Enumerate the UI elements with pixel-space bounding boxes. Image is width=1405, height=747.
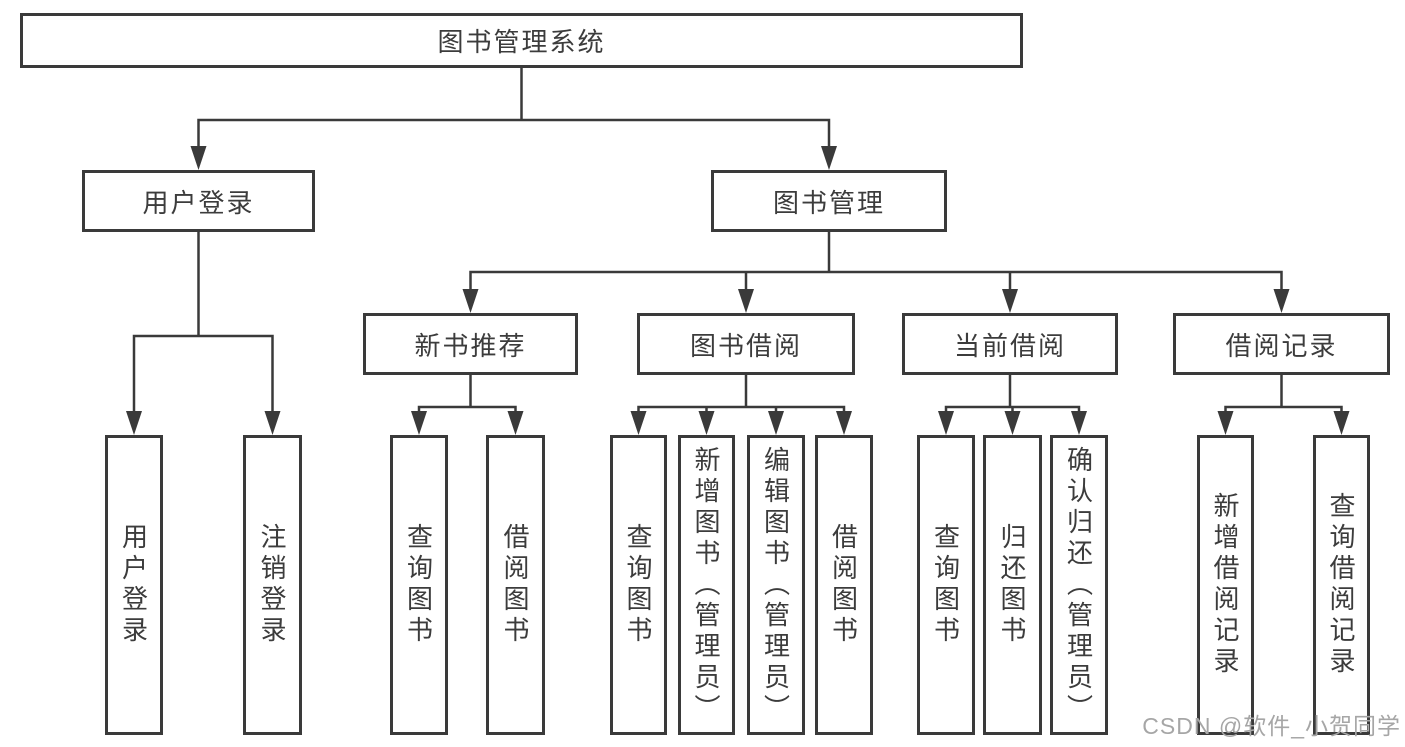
leaf-add-borrow-record: 新增借阅记录 bbox=[1197, 435, 1254, 735]
leaf-query-borrow-record-label: 查询借阅记录 bbox=[1326, 492, 1356, 678]
leaf-query-books-recommend: 查询图书 bbox=[390, 435, 448, 735]
leaf-borrow-books-recommend: 借阅图书 bbox=[486, 435, 545, 735]
node-current-borrow: 当前借阅 bbox=[902, 313, 1118, 375]
leaf-query-borrow-record: 查询借阅记录 bbox=[1313, 435, 1370, 735]
leaf-add-borrow-record-label: 新增借阅记录 bbox=[1210, 492, 1240, 678]
node-borrow-records: 借阅记录 bbox=[1173, 313, 1390, 375]
leaf-logout-label: 注销登录 bbox=[257, 523, 287, 647]
node-new-book-recommend: 新书推荐 bbox=[363, 313, 578, 375]
leaf-return-books-label: 归还图书 bbox=[997, 523, 1027, 647]
node-root-system: 图书管理系统 bbox=[20, 13, 1023, 68]
leaf-add-book-admin: 新增图书（管理员） bbox=[678, 435, 735, 735]
node-user-login: 用户登录 bbox=[82, 170, 315, 232]
leaf-return-books: 归还图书 bbox=[983, 435, 1042, 735]
leaf-add-book-admin-label: 新增图书（管理员） bbox=[691, 445, 721, 725]
leaf-borrow-books-label: 借阅图书 bbox=[828, 523, 859, 647]
leaf-logout: 注销登录 bbox=[243, 435, 302, 735]
leaf-query-books-current: 查询图书 bbox=[917, 435, 975, 735]
leaf-query-books-current-label: 查询图书 bbox=[930, 523, 961, 647]
leaf-query-books-borrow: 查询图书 bbox=[610, 435, 667, 735]
leaf-edit-book-admin-label: 编辑图书（管理员） bbox=[760, 445, 791, 725]
leaf-edit-book-admin: 编辑图书（管理员） bbox=[747, 435, 805, 735]
watermark: CSDN @软件_小贺同学 bbox=[1142, 713, 1401, 739]
leaf-borrow-books: 借阅图书 bbox=[815, 435, 873, 735]
leaf-query-books-recommend-label: 查询图书 bbox=[403, 523, 434, 647]
leaf-confirm-return-admin: 确认归还（管理员） bbox=[1050, 435, 1108, 735]
node-book-management: 图书管理 bbox=[711, 170, 947, 232]
leaf-query-books-borrow-label: 查询图书 bbox=[623, 523, 653, 647]
leaf-confirm-return-admin-label: 确认归还（管理员） bbox=[1063, 445, 1094, 725]
leaf-user-login-label: 用户登录 bbox=[118, 523, 149, 647]
leaf-borrow-books-recommend-label: 借阅图书 bbox=[500, 523, 530, 647]
node-book-borrow: 图书借阅 bbox=[637, 313, 855, 375]
leaf-user-login: 用户登录 bbox=[105, 435, 163, 735]
